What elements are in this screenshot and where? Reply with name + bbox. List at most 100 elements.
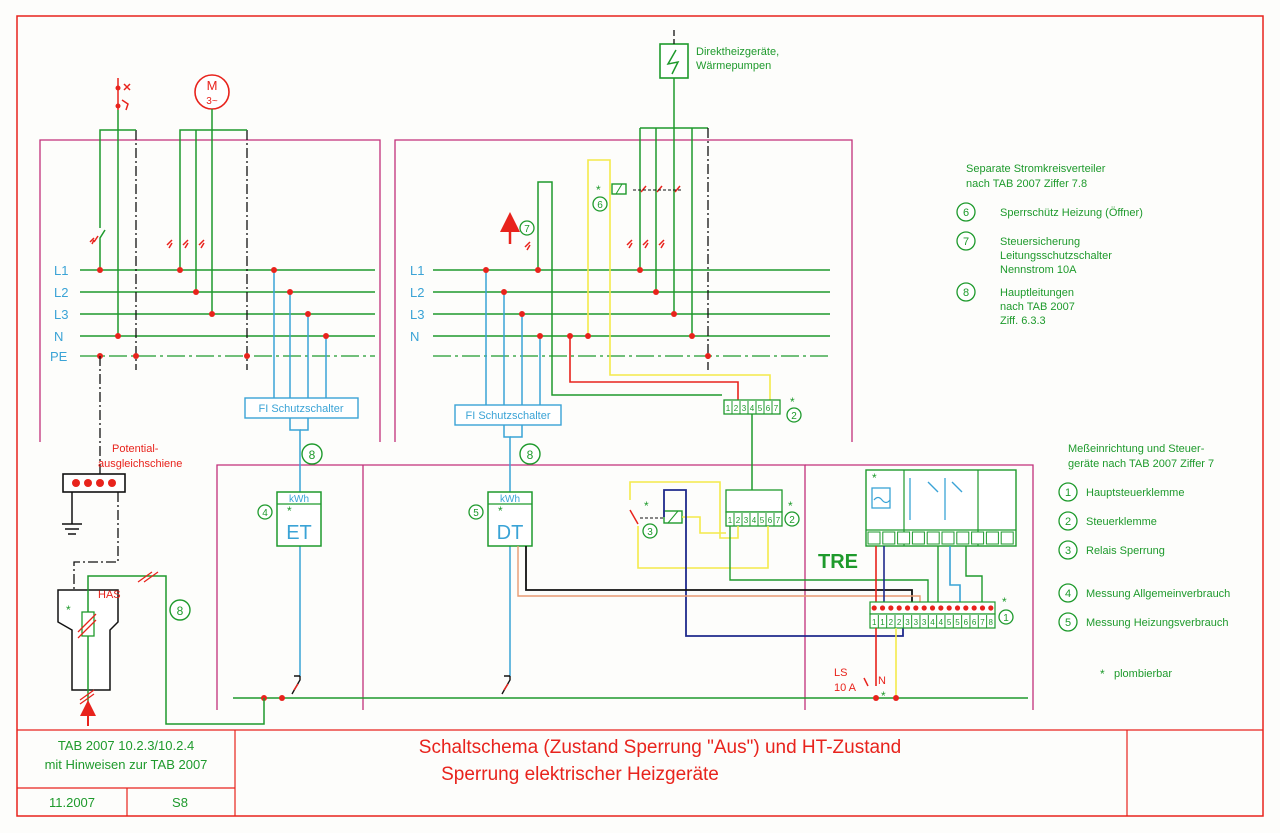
svg-text:3: 3 bbox=[1065, 545, 1071, 557]
terminal-middle-4: 4 bbox=[752, 516, 757, 525]
terminal-main-dot bbox=[946, 605, 952, 611]
svg-text:*: * bbox=[881, 689, 886, 703]
tre-terminal bbox=[941, 531, 955, 545]
terminal-top-2: 2 bbox=[734, 404, 739, 413]
terminal-main-dot bbox=[929, 605, 936, 611]
tre-terminal bbox=[956, 531, 970, 545]
terminal-top-4: 4 bbox=[750, 404, 755, 413]
motor-icon: M 3~ bbox=[194, 74, 230, 110]
svg-text:*: * bbox=[788, 499, 793, 513]
terminal-main-15: 8 bbox=[989, 618, 994, 627]
svg-text:Messung Allgemeinverbrauch: Messung Allgemeinverbrauch bbox=[1086, 588, 1230, 600]
circle-6: 6 bbox=[597, 200, 603, 211]
ls-label-1: LS bbox=[834, 667, 847, 679]
ls-label-2: 10 A bbox=[834, 682, 857, 694]
switch-icon bbox=[89, 235, 99, 245]
meter-et-label: ET bbox=[286, 522, 312, 544]
legend-item-3: 3 Relais Sperrung bbox=[1058, 540, 1165, 560]
label-l3-left: L3 bbox=[54, 307, 68, 322]
fi-switch-left bbox=[244, 397, 359, 419]
tre-terminal bbox=[971, 531, 985, 545]
terminal-top-7: 7 bbox=[774, 404, 779, 413]
potential-bar bbox=[62, 473, 126, 493]
terminal-main-8: 4 bbox=[930, 618, 935, 627]
tre-terminal bbox=[1000, 531, 1014, 545]
terminal-main-4: 2 bbox=[897, 618, 902, 627]
terminal-main-dot bbox=[979, 605, 986, 611]
svg-text:5: 5 bbox=[1065, 617, 1071, 629]
heater-label-2: Wärmepumpen bbox=[696, 60, 771, 72]
label-l2-right: L2 bbox=[410, 285, 424, 300]
svg-text:*: * bbox=[644, 499, 649, 513]
svg-text:Leitungsschutzschalter: Leitungsschutzschalter bbox=[1000, 250, 1112, 262]
switch-icon bbox=[166, 239, 205, 249]
terminal-top-3: 3 bbox=[742, 404, 747, 413]
label-l2-left: L2 bbox=[54, 285, 68, 300]
terminal-main-10: 5 bbox=[947, 618, 952, 627]
circle-3: 3 bbox=[647, 527, 653, 538]
terminal-middle-3: 3 bbox=[744, 516, 749, 525]
fi-label-right: FI Schutzschalter bbox=[466, 410, 551, 422]
circle-8-right: 8 bbox=[527, 448, 534, 462]
legend-item-1: 1 Hauptsteuerklemme bbox=[1058, 482, 1184, 502]
svg-text:*: * bbox=[1100, 667, 1105, 681]
svg-text:*: * bbox=[596, 183, 601, 197]
title-sheet: S8 bbox=[172, 795, 188, 810]
legend-item-7: 7 Steuersicherung Leitungsschutzschalter… bbox=[956, 231, 1112, 276]
switch-icon bbox=[291, 675, 511, 695]
terminal-middle-6: 6 bbox=[768, 516, 773, 525]
terminal-middle-2: 2 bbox=[736, 516, 741, 525]
svg-text:*: * bbox=[790, 395, 795, 409]
terminal-main-dot bbox=[904, 605, 911, 611]
svg-text:7: 7 bbox=[963, 236, 969, 248]
label-l1-right: L1 bbox=[410, 263, 424, 278]
terminal-main-dot bbox=[963, 605, 969, 611]
distribution-boxes bbox=[39, 139, 1034, 710]
title-main-2: Sperrung elektrischer Heizgeräte bbox=[441, 764, 719, 785]
fi-label-left: FI Schutzschalter bbox=[259, 403, 344, 415]
svg-text:Steuerklemme: Steuerklemme bbox=[1086, 516, 1157, 528]
svg-text:Sperrschütz Heizung (Öffner): Sperrschütz Heizung (Öffner) bbox=[1000, 207, 1143, 219]
terminal-top-5: 5 bbox=[758, 404, 763, 413]
ground-icon bbox=[62, 492, 82, 535]
junction-dots bbox=[97, 267, 899, 701]
left-busbars bbox=[80, 269, 375, 337]
circle-7: 7 bbox=[524, 224, 530, 235]
terminal-main-dot bbox=[896, 605, 902, 611]
tre-terminal bbox=[985, 531, 999, 545]
relay-icon bbox=[663, 510, 683, 524]
fi-switch-right bbox=[454, 404, 562, 426]
meter-et-unit: kWh bbox=[289, 494, 309, 505]
title-ref-2: mit Hinweisen zur TAB 2007 bbox=[45, 757, 208, 772]
legend-item-8: 8 Hauptleitungen nach TAB 2007 Ziff. 6.3… bbox=[956, 282, 1075, 327]
tre-terminal bbox=[867, 531, 881, 545]
terminal-main-dot bbox=[988, 605, 994, 611]
svg-text:Messung Heizungsverbrauch: Messung Heizungsverbrauch bbox=[1086, 617, 1228, 629]
label-pe-left: PE bbox=[50, 349, 68, 364]
tre-terminal bbox=[882, 531, 896, 545]
meter-icon bbox=[487, 491, 533, 547]
terminal-main-5: 3 bbox=[905, 618, 910, 627]
circle-8-has: 8 bbox=[177, 604, 184, 618]
terminal-main-14: 7 bbox=[980, 618, 985, 627]
svg-text:*: * bbox=[66, 603, 71, 617]
svg-text:Hauptsteuerklemme: Hauptsteuerklemme bbox=[1086, 487, 1184, 499]
svg-text:Relais Sperrung: Relais Sperrung bbox=[1086, 545, 1165, 557]
svg-text:*: * bbox=[287, 504, 292, 518]
drawing-frame bbox=[16, 15, 1264, 817]
terminal-main-dot bbox=[921, 605, 927, 611]
heater-label-1: Direktheizgeräte, bbox=[696, 46, 779, 58]
label-l1-left: L1 bbox=[54, 263, 68, 278]
svg-text:*: * bbox=[1002, 595, 1007, 609]
legend-item-5: 5 Messung Heizungsverbrauch bbox=[1058, 612, 1228, 632]
circle-2-top: 2 bbox=[791, 411, 797, 422]
svg-text:*: * bbox=[872, 471, 877, 485]
ls-n-label: N bbox=[878, 675, 886, 687]
switch-icon bbox=[626, 185, 681, 249]
svg-text:2: 2 bbox=[1065, 516, 1071, 528]
heater-icon bbox=[659, 43, 689, 79]
terminal-main-dot bbox=[913, 605, 919, 611]
terminal-main-3: 2 bbox=[889, 618, 894, 627]
